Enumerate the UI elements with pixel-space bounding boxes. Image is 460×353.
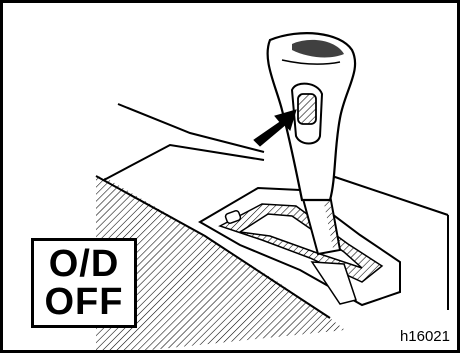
console-edge-right	[332, 176, 448, 215]
figure-code: h16021	[400, 328, 450, 345]
console-top-left	[104, 145, 264, 180]
console-edge	[118, 104, 264, 152]
od-off-indicator: O/D OFF	[31, 238, 137, 328]
od-off-line-2: OFF	[45, 283, 124, 321]
od-off-line-1: O/D	[49, 245, 120, 283]
